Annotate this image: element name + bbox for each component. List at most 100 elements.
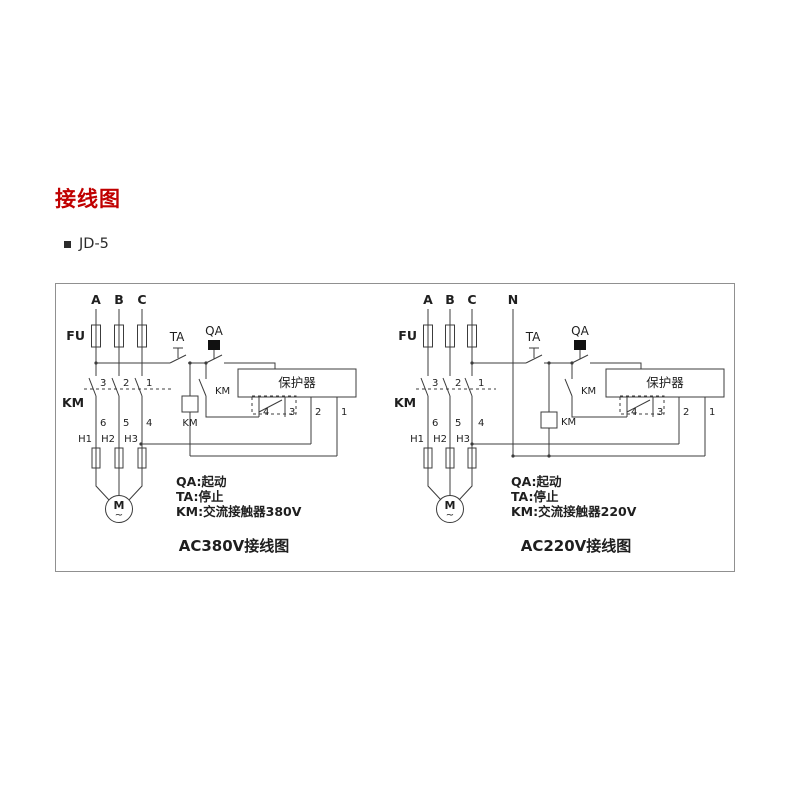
heater-label: H2 (101, 434, 115, 445)
legend-line: TA:停止 (176, 489, 224, 504)
diagram-caption: AC380V接线图 (179, 537, 290, 555)
protector-box: 保护器 4 3 2 1 (605, 368, 725, 456)
control-circuit: TA QA (470, 324, 725, 458)
fu-label: FU (66, 328, 85, 343)
phase-lines-upper (95, 309, 143, 376)
contact-number: 5 (123, 418, 129, 429)
bullet-icon (64, 240, 71, 248)
qa-label: QA (205, 324, 223, 338)
km-aux-contact: KM (564, 363, 627, 418)
motor: M ~ (427, 468, 473, 523)
terminal-number: 3 (289, 407, 295, 418)
phase-labels: A B C N (423, 292, 518, 307)
km-label: KM (394, 395, 416, 410)
fuse-icon (137, 324, 147, 348)
protector-contact-box (251, 395, 297, 415)
control-circuit: TA QA (94, 324, 357, 457)
heater-label: H2 (433, 434, 447, 445)
ta-stop-button: TA (169, 330, 187, 364)
motor-tilde: ~ (446, 510, 454, 521)
terminal-number: 2 (315, 407, 321, 418)
contact-number: 3 (432, 378, 438, 389)
contact-number: 3 (100, 378, 106, 389)
phase-c-label: C (137, 292, 146, 307)
protector-contact-box (619, 395, 665, 415)
contact-number: 6 (432, 418, 438, 429)
ta-label: TA (525, 330, 541, 344)
motor: M ~ (95, 468, 143, 523)
km-main-contacts: KM 3 2 1 6 5 4 (394, 377, 496, 429)
ta-stop-button: TA (525, 330, 543, 364)
km-coil: KM (540, 363, 576, 456)
km-coil-icon (181, 395, 199, 413)
heater-label: H1 (78, 434, 92, 445)
heater-label: H3 (456, 434, 470, 445)
legend-line: QA:起动 (176, 474, 227, 489)
legend: QA:起动 TA:停止 KM:交流接触器220V (511, 474, 637, 519)
legend-line: KM:交流接触器380V (176, 504, 302, 519)
fuse-icon (91, 324, 101, 348)
ac380v-diagram: A B C FU K (62, 292, 357, 555)
protector-label: 保护器 (646, 375, 684, 390)
contact-number: 4 (478, 418, 484, 429)
fuse-icon (423, 324, 433, 348)
phase-a-label: A (423, 292, 433, 307)
km-coil-icon (540, 411, 558, 429)
motor-label: M (114, 499, 125, 512)
km-coil-label: KM (561, 417, 576, 428)
legend-line: TA:停止 (511, 489, 559, 504)
model-label: JD-5 (79, 236, 109, 252)
contact-number: 4 (146, 418, 152, 429)
heater-group: H1 H2 H3 (78, 396, 147, 469)
contact-number: 1 (146, 378, 152, 389)
contact-number: 2 (123, 378, 129, 389)
qa-start-button: QA (205, 324, 224, 364)
contact-number: 1 (478, 378, 484, 389)
motor-tilde: ~ (115, 510, 123, 521)
qa-start-button: QA (571, 324, 590, 364)
contact-number: 2 (455, 378, 461, 389)
qa-label: QA (571, 324, 589, 338)
neutral-label: N (508, 292, 518, 307)
motor-circle (105, 495, 133, 523)
diagram-caption: AC220V接线图 (521, 537, 632, 555)
km-aux-label: KM (581, 386, 596, 397)
heater-label: H3 (124, 434, 138, 445)
protector-label: 保护器 (278, 375, 316, 390)
fuse-icon (445, 324, 455, 348)
wiring-diagram-panel: A B C FU K (55, 283, 735, 572)
km-coil-label: KM (182, 418, 197, 429)
fuse-group: FU (398, 324, 477, 348)
model-row: JD-5 (64, 236, 109, 252)
wiring-diagram-svg: A B C FU K (62, 292, 725, 555)
km-coil: KM (181, 363, 199, 456)
legend-line: KM:交流接触器220V (511, 504, 637, 519)
contact-number: 6 (100, 418, 106, 429)
phase-lines-upper (427, 309, 514, 456)
page-title: 接线图 (55, 187, 121, 211)
phase-b-label: B (445, 292, 455, 307)
legend-line: QA:起动 (511, 474, 562, 489)
km-aux-label: KM (215, 386, 230, 397)
fuse-icon (114, 324, 124, 348)
motor-label: M (445, 499, 456, 512)
fu-label: FU (398, 328, 417, 343)
fuse-group: FU (66, 324, 147, 348)
terminal-number: 3 (657, 407, 663, 418)
phase-c-label: C (467, 292, 476, 307)
km-label: KM (62, 395, 84, 410)
phase-labels: A B C (91, 292, 146, 307)
terminal-number: 1 (341, 407, 347, 418)
phase-a-label: A (91, 292, 101, 307)
legend: QA:起动 TA:停止 KM:交流接触器380V (176, 474, 302, 519)
qa-button-cap (208, 340, 220, 350)
protector-box: 保护器 4 3 2 1 (237, 368, 357, 456)
fuse-icon (467, 324, 477, 348)
heater-label: H1 (410, 434, 424, 445)
ta-label: TA (169, 330, 185, 344)
terminal-number: 4 (631, 407, 637, 418)
qa-button-cap (574, 340, 586, 350)
km-main-contacts: KM 3 2 1 6 5 4 (62, 377, 171, 429)
motor-circle (436, 495, 464, 523)
